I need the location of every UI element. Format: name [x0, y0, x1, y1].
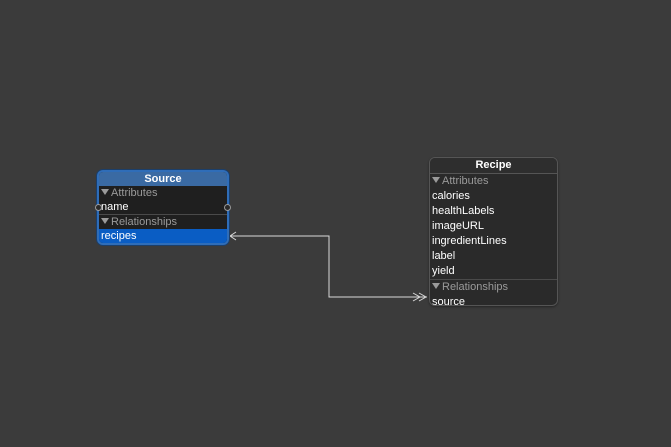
attribute-row-yield[interactable]: yield — [432, 265, 455, 277]
attribute-row-healthlabels[interactable]: healthLabels — [432, 205, 495, 217]
attributes-header-label: Attributes — [111, 187, 158, 199]
disclosure-triangle-icon[interactable] — [101, 189, 109, 196]
attribute-row-calories[interactable]: calories — [432, 190, 470, 202]
arrowhead-source-end — [229, 231, 237, 241]
resize-handle-left[interactable] — [95, 204, 102, 211]
disclosure-triangle-icon[interactable] — [101, 218, 109, 225]
arrowhead-recipe-end-1 — [412, 292, 422, 302]
arrowhead-recipe-end-2 — [418, 292, 428, 302]
relationships-header-label: Relationships — [111, 216, 178, 228]
attributes-section-header[interactable]: Attributes — [99, 186, 227, 200]
entity-recipe[interactable]: Recipe Attributes calories healthLabels … — [429, 157, 558, 306]
entity-title[interactable]: Recipe — [430, 158, 557, 174]
relationship-row-source[interactable]: source — [432, 296, 466, 306]
attribute-row-name[interactable]: name — [101, 201, 129, 213]
resize-handle-right[interactable] — [224, 204, 231, 211]
relationships-section-header[interactable]: Relationships — [99, 215, 227, 229]
attributes-header-label: Attributes — [442, 175, 489, 187]
relationship-row-recipes[interactable]: recipes — [99, 229, 227, 243]
relationships-section-header[interactable]: Relationships — [430, 280, 557, 295]
relationship-line — [229, 235, 427, 298]
disclosure-triangle-icon[interactable] — [432, 283, 440, 290]
relationships-header-label: Relationships — [442, 281, 509, 293]
attribute-row-ingredientlines[interactable]: ingredientLines — [432, 235, 507, 247]
disclosure-triangle-icon[interactable] — [432, 177, 440, 184]
attribute-row-label[interactable]: label — [432, 250, 456, 262]
section-divider — [99, 214, 227, 215]
attributes-section-header[interactable]: Attributes — [430, 174, 557, 189]
attribute-row-imageurl[interactable]: imageURL — [432, 220, 484, 232]
entity-source[interactable]: Source Attributes name Relationships rec… — [97, 170, 229, 245]
entity-title[interactable]: Source — [99, 172, 227, 186]
section-divider — [430, 279, 557, 280]
